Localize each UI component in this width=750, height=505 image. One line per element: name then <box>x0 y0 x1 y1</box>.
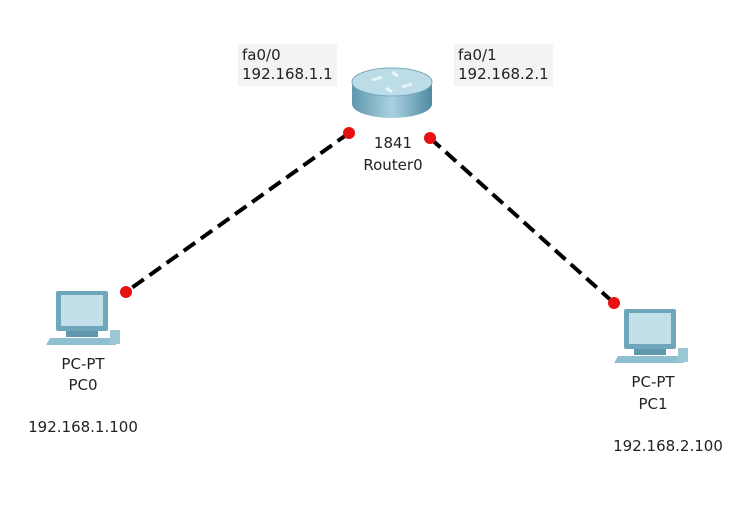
port-indicator-pc0 <box>120 286 132 298</box>
router-name: Router0 <box>363 156 423 174</box>
pc0-type: PC-PT <box>61 355 105 373</box>
link-router-pc0[interactable] <box>124 131 351 294</box>
pc1-name: PC1 <box>638 395 668 413</box>
port-indicator-router-fa0-0 <box>343 127 355 139</box>
router-icon[interactable] <box>351 67 433 118</box>
pc0-name: PC0 <box>68 376 98 394</box>
pc1-type: PC-PT <box>631 373 675 391</box>
router-model: 1841 <box>373 134 413 152</box>
pc0-icon[interactable] <box>46 291 120 345</box>
port-indicator-pc1 <box>608 297 620 309</box>
interface-name: fa0/1 <box>458 46 497 64</box>
interface-name: fa0/0 <box>242 46 281 64</box>
interface-label-fa0-0: fa0/0 192.168.1.1 <box>238 44 337 86</box>
pc0-ip: 192.168.1.100 <box>28 418 138 436</box>
interface-ip: 192.168.1.1 <box>242 65 333 83</box>
link-router-pc1[interactable] <box>428 136 616 305</box>
pc1-ip: 192.168.2.100 <box>613 437 723 455</box>
interface-ip: 192.168.2.1 <box>458 65 549 83</box>
pc1-icon[interactable] <box>614 309 688 363</box>
port-indicator-router-fa0-1 <box>424 132 436 144</box>
interface-label-fa0-1: fa0/1 192.168.2.1 <box>454 44 553 86</box>
